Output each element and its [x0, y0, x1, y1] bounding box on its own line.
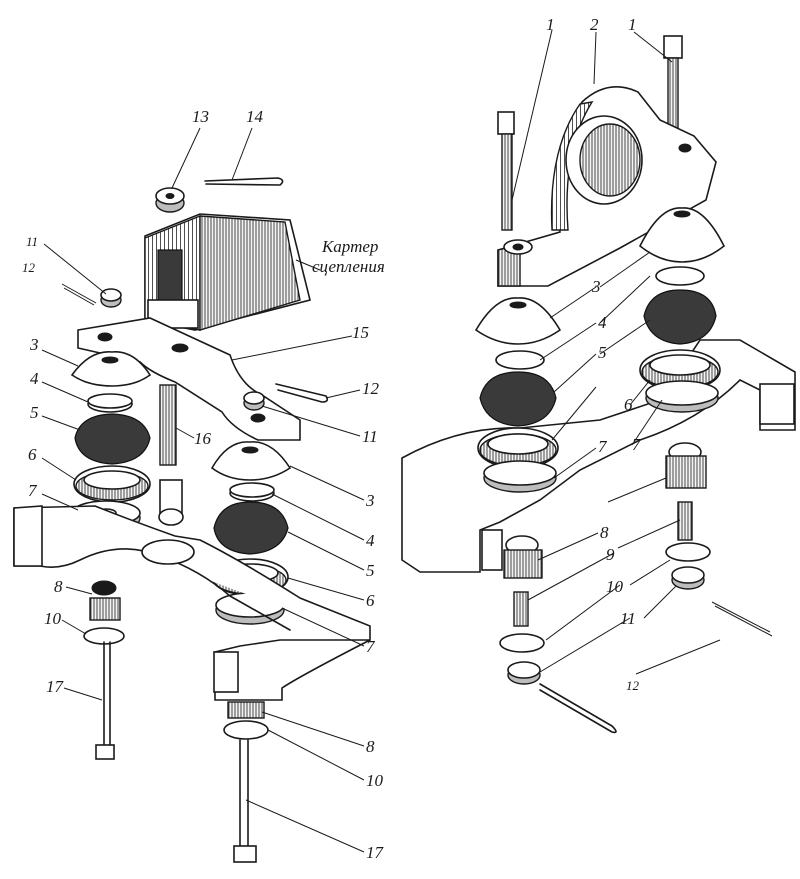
label-13: 13: [192, 107, 209, 126]
bolt-16: [158, 384, 184, 526]
right-stack-a: [638, 207, 726, 413]
caption-line-1: Картер: [321, 237, 378, 256]
clutch-housing: [144, 213, 311, 331]
label-10-left: 10: [44, 609, 62, 628]
caption-clutch-housing: Картер сцепления: [312, 237, 385, 276]
label-4-a: 4: [598, 313, 607, 332]
bolt-1-right: [663, 35, 683, 147]
right-lower-parts-a: [665, 442, 773, 637]
label-6: 6: [624, 395, 633, 414]
label-4-bracket: 4: [366, 531, 375, 550]
right-labels: 1 2 1 3 4 5 6 7 7 8 9 10 11 12: [546, 15, 642, 693]
label-7-b: 7: [632, 435, 642, 454]
mount-bracket-15: [77, 317, 301, 441]
frame-rail-right: [401, 339, 796, 573]
nut-11-upper: [100, 288, 122, 308]
label-3-a: 3: [591, 277, 601, 296]
label-12: 12: [626, 678, 640, 693]
label-12-upper: 12: [22, 260, 36, 275]
label-6-left: 6: [28, 445, 37, 464]
label-1-right: 1: [628, 15, 637, 34]
label-1-left: 1: [546, 15, 555, 34]
left-labels: 13 14 11 12 3 4 5 6 7 15 12 11 16 3 4 5 …: [22, 107, 385, 862]
cotter-pin-12-right: [275, 383, 329, 403]
label-3-left: 3: [29, 335, 39, 354]
label-4-left: 4: [30, 369, 39, 388]
label-5-a: 5: [598, 343, 607, 362]
label-17-right: 17: [366, 843, 385, 862]
cotter-pin-14: [204, 177, 284, 186]
label-12-right: 12: [362, 379, 380, 398]
label-7-a: 7: [598, 437, 608, 456]
lower-bolt-right: [223, 701, 269, 863]
label-17-left: 17: [46, 677, 65, 696]
right-stack-b: [474, 297, 562, 493]
lower-bolt-left: [83, 580, 125, 760]
label-5-left: 5: [30, 403, 39, 422]
label-16: 16: [194, 429, 212, 448]
caption-line-2: сцепления: [312, 257, 385, 276]
leader-lines: [41, 29, 721, 853]
label-8: 8: [600, 523, 609, 542]
label-8-right: 8: [366, 737, 375, 756]
nut-11-right: [243, 391, 265, 411]
label-6-bracket: 6: [366, 591, 375, 610]
label-2: 2: [590, 15, 599, 34]
cotter-pin-12-upper: [61, 283, 97, 306]
label-10-right: 10: [366, 771, 384, 790]
frame-rail-left: [13, 505, 371, 701]
bolt-1-left: [497, 111, 515, 231]
label-14: 14: [246, 107, 264, 126]
label-8-left: 8: [54, 577, 63, 596]
castle-nut-13: [155, 187, 185, 213]
mount-bracket-2: [497, 86, 717, 287]
label-10: 10: [606, 577, 624, 596]
label-9: 9: [606, 545, 615, 564]
label-7-bracket: 7: [366, 637, 376, 656]
label-11-upper: 11: [26, 234, 38, 249]
label-11-right: 11: [362, 427, 378, 446]
right-lower-parts-b: [499, 535, 617, 734]
label-3-bracket: 3: [365, 491, 375, 510]
label-15: 15: [352, 323, 369, 342]
label-11: 11: [620, 609, 636, 628]
left-stack-a: [70, 351, 152, 533]
label-7-left: 7: [28, 481, 38, 500]
label-5-bracket: 5: [366, 561, 375, 580]
